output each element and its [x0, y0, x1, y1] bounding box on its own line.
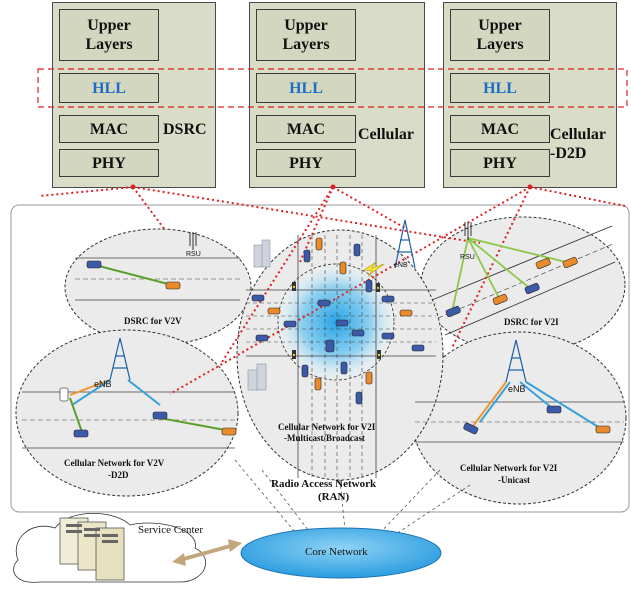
enb-left-label: eNB: [94, 379, 112, 389]
enb-center-label: eNB: [394, 262, 408, 269]
phy-layer: PHY: [59, 149, 159, 177]
cell-v2v-ellipse: [15, 329, 239, 497]
cell-uc-label-1: Cellular Network for V2I: [460, 463, 558, 473]
mac-layer: MAC: [450, 115, 550, 143]
hll-layer: HLL: [59, 73, 159, 103]
dsrc-v2v-ellipse: [64, 228, 252, 346]
dsrc-v2v-label: DSRC for V2V: [124, 316, 182, 326]
rsu-right-label: RSU: [460, 254, 475, 261]
ran-label-2: (RAN): [318, 491, 350, 503]
enb-tower-center: [394, 219, 416, 269]
phy-layer: PHY: [450, 149, 550, 177]
enb-right-label: eNB: [508, 384, 526, 394]
cellular-d2d-stack: Upper Layers HLL MAC PHY Cellular -D2D: [443, 2, 617, 188]
upper-layers-layer: Upper Layers: [256, 9, 356, 61]
phy-layer: PHY: [256, 149, 356, 177]
service-center-label: Service Center: [138, 524, 204, 536]
mac-layer: MAC: [256, 115, 356, 143]
stack-tag: Cellular: [358, 126, 414, 143]
cell-v2i-unicast-ellipse: [411, 331, 627, 505]
hll-layer: HLL: [450, 73, 550, 103]
cell-v2v-label-1: Cellular Network for V2V: [64, 458, 165, 468]
cellular-stack: Upper Layers HLL MAC PHY Cellular: [249, 2, 425, 188]
cell-mc-label-1: Cellular Network for V2I: [278, 422, 376, 432]
hll-dashed-band: [37, 68, 628, 108]
stack-tag: DSRC: [163, 121, 207, 138]
dsrc-v2i-label: DSRC for V2I: [504, 317, 559, 327]
cell-v2v-label-2: -D2D: [108, 470, 129, 480]
cell-uc-label-2: -Unicast: [498, 475, 530, 485]
mac-layer: MAC: [59, 115, 159, 143]
core-network-label: Core Network: [305, 546, 368, 558]
enb-tower-right: [505, 339, 527, 383]
upper-layers-layer: Upper Layers: [59, 9, 159, 61]
dsrc-stack: Upper Layers HLL MAC PHY DSRC: [52, 2, 216, 188]
enb-tower-left: [109, 337, 131, 381]
upper-layers-layer: Upper Layers: [450, 9, 550, 61]
rsu-left-label: RSU: [186, 251, 201, 258]
hll-layer: HLL: [256, 73, 356, 103]
ran-label-1: Radio Access Network: [271, 478, 377, 490]
stack-tag: Cellular -D2D: [550, 126, 606, 162]
dsrc-v2i-ellipse: [420, 216, 626, 354]
core-network-ellipse: [240, 527, 442, 579]
cell-mc-label-2: -Multicast/Broadcast: [284, 433, 365, 443]
